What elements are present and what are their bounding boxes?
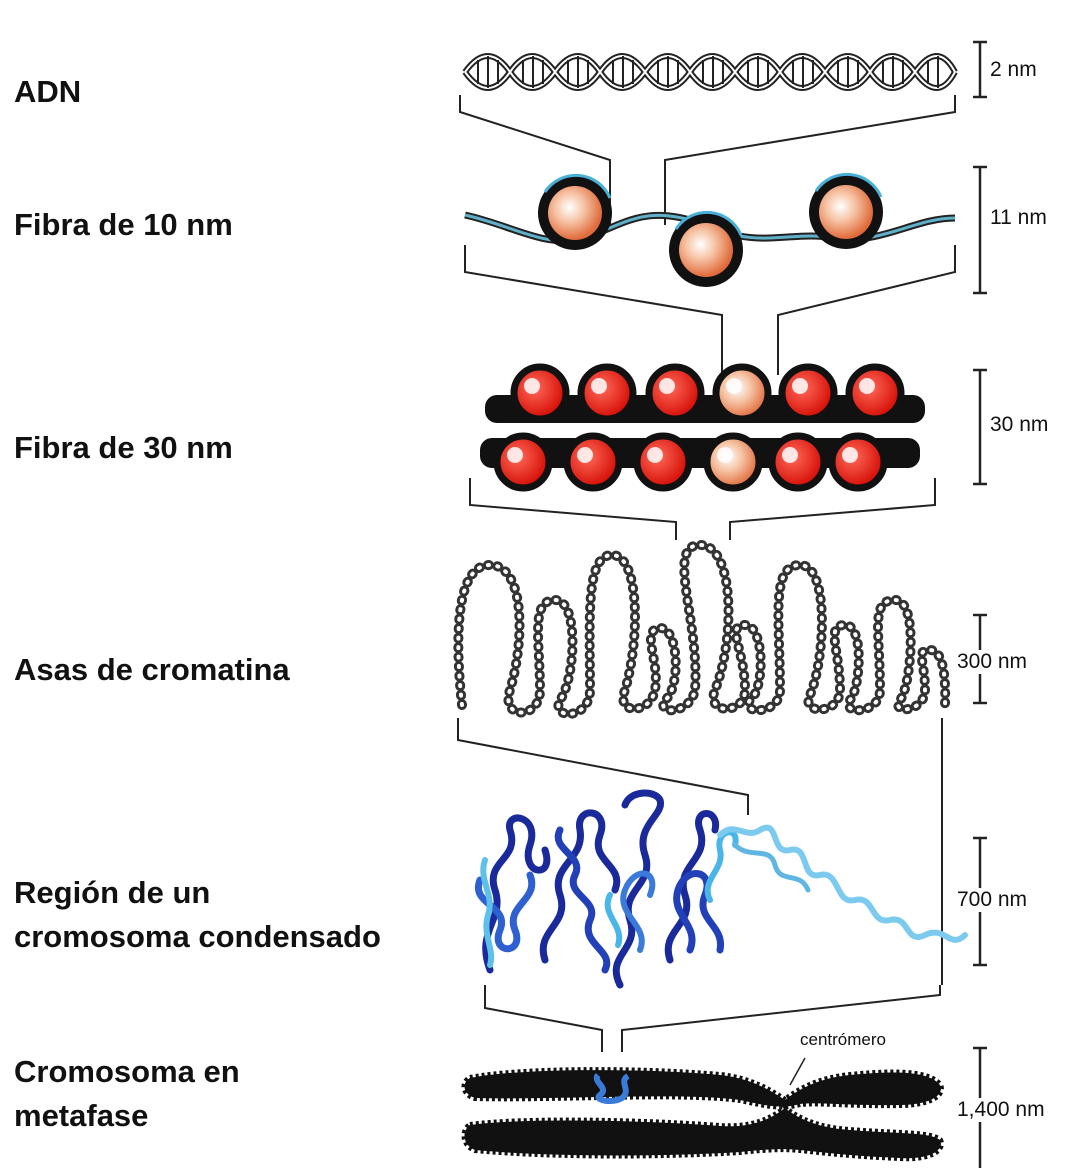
scale-bars xyxy=(973,42,987,1168)
scale-label-1400nm: 1,400 nm xyxy=(957,1098,1045,1122)
scale-label-30nm: 30 nm xyxy=(990,413,1048,437)
dna-helix xyxy=(465,56,955,88)
scale-label-11nm: 11 nm xyxy=(990,206,1047,230)
fiber-30nm xyxy=(480,367,925,488)
metaphase-chromosome xyxy=(465,1058,941,1158)
chromatin-loops xyxy=(458,545,945,714)
scale-label-300nm: 300 nm xyxy=(957,650,1027,674)
condensed-region xyxy=(478,793,965,985)
scale-label-2nm: 2 nm xyxy=(990,58,1037,82)
fiber-10nm xyxy=(465,174,955,287)
scale-label-700nm: 700 nm xyxy=(957,888,1027,912)
centromere-label: centrómero xyxy=(800,1030,886,1050)
